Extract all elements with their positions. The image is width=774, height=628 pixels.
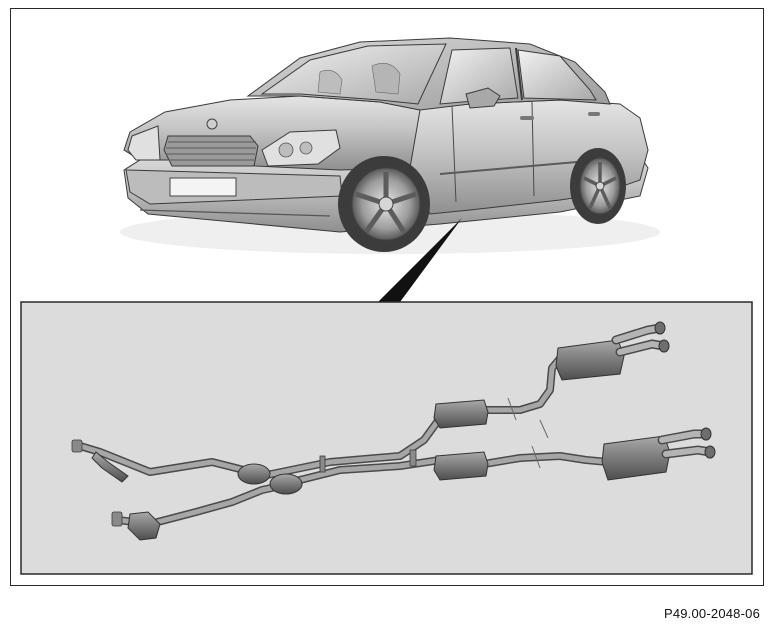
car-side-mirror [465,87,501,109]
center-muffler-lower [433,451,489,481]
car-headlight-left [127,125,161,161]
exhaust-system-detail [20,301,753,575]
front-silencer [237,463,303,495]
tailpipes-upper [611,321,670,357]
car-rear-window [517,49,597,101]
car-windshield [260,43,447,105]
car-license-plate [169,177,237,197]
car-grille [163,135,259,167]
catalytic-converter-lower [127,511,161,541]
tailpipes-lower [657,427,716,459]
center-muffler-upper [433,399,489,429]
car-illustration [120,37,660,254]
figure-code: P49.00-2048-06 [663,606,760,621]
catalytic-converter-upper [91,451,129,483]
callout-pointer [378,218,462,302]
car-rear-wheel [570,148,626,224]
car-front-wheel [338,156,430,252]
